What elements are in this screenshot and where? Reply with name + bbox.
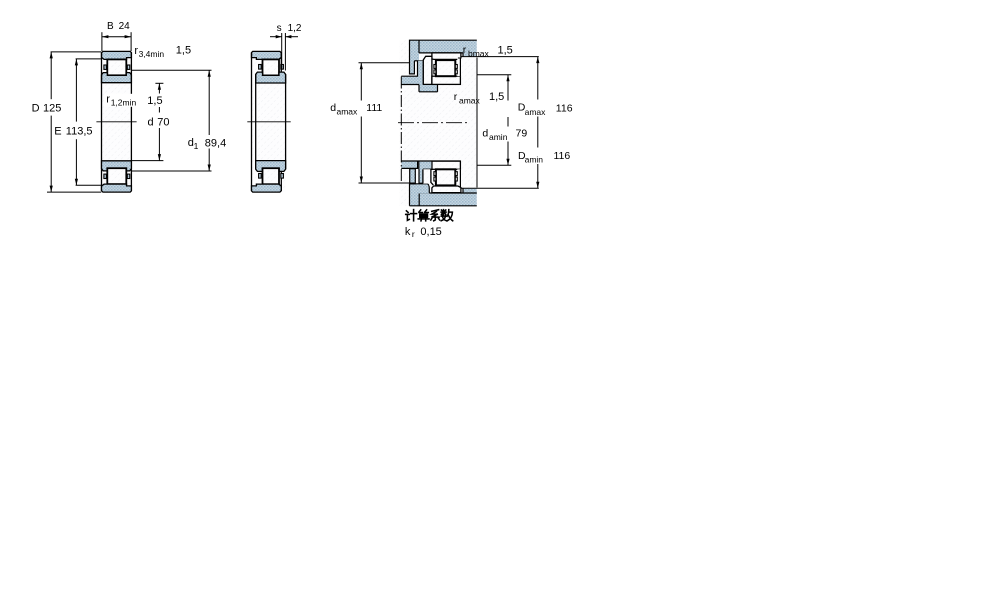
svg-text:amax: amax: [337, 106, 359, 116]
svg-text:D: D: [518, 150, 526, 162]
svg-text:1,2min: 1,2min: [111, 97, 137, 107]
svg-text:d: d: [330, 102, 336, 114]
svg-text:1: 1: [194, 141, 199, 151]
svg-text:B: B: [107, 21, 114, 32]
svg-text:70: 70: [157, 116, 169, 128]
svg-text:r: r: [106, 93, 110, 105]
svg-text:r: r: [134, 45, 138, 57]
svg-text:113,5: 113,5: [66, 125, 93, 137]
svg-text:24: 24: [119, 21, 131, 32]
svg-text:bmax: bmax: [468, 48, 490, 58]
svg-text:1,5: 1,5: [147, 95, 162, 107]
svg-text:r: r: [412, 229, 415, 239]
svg-text:1,2: 1,2: [288, 23, 302, 34]
svg-text:111: 111: [366, 102, 382, 114]
svg-text:amin: amin: [489, 132, 508, 142]
svg-text:1,5: 1,5: [176, 44, 191, 56]
svg-text:k: k: [405, 226, 411, 238]
svg-text:116: 116: [554, 150, 571, 162]
svg-text:D: D: [518, 102, 526, 114]
svg-text:d: d: [482, 128, 488, 140]
svg-text:125: 125: [43, 102, 61, 114]
svg-text:116: 116: [556, 102, 573, 114]
svg-text:3,4min: 3,4min: [139, 49, 165, 59]
svg-text:r: r: [454, 91, 458, 103]
svg-text:E: E: [54, 125, 61, 137]
svg-text:amin: amin: [525, 155, 544, 165]
svg-text:d: d: [188, 137, 194, 149]
svg-text:amax: amax: [525, 107, 547, 117]
svg-text:D: D: [32, 102, 40, 114]
svg-text:79: 79: [516, 128, 528, 140]
svg-text:amax: amax: [459, 95, 481, 105]
svg-text:0,15: 0,15: [420, 226, 441, 238]
svg-text:89,4: 89,4: [205, 137, 226, 149]
svg-text:1,5: 1,5: [489, 91, 504, 103]
svg-text:d: d: [148, 116, 154, 128]
svg-text:1,5: 1,5: [498, 45, 513, 57]
svg-text:s: s: [277, 23, 282, 34]
svg-text:r: r: [463, 44, 467, 56]
